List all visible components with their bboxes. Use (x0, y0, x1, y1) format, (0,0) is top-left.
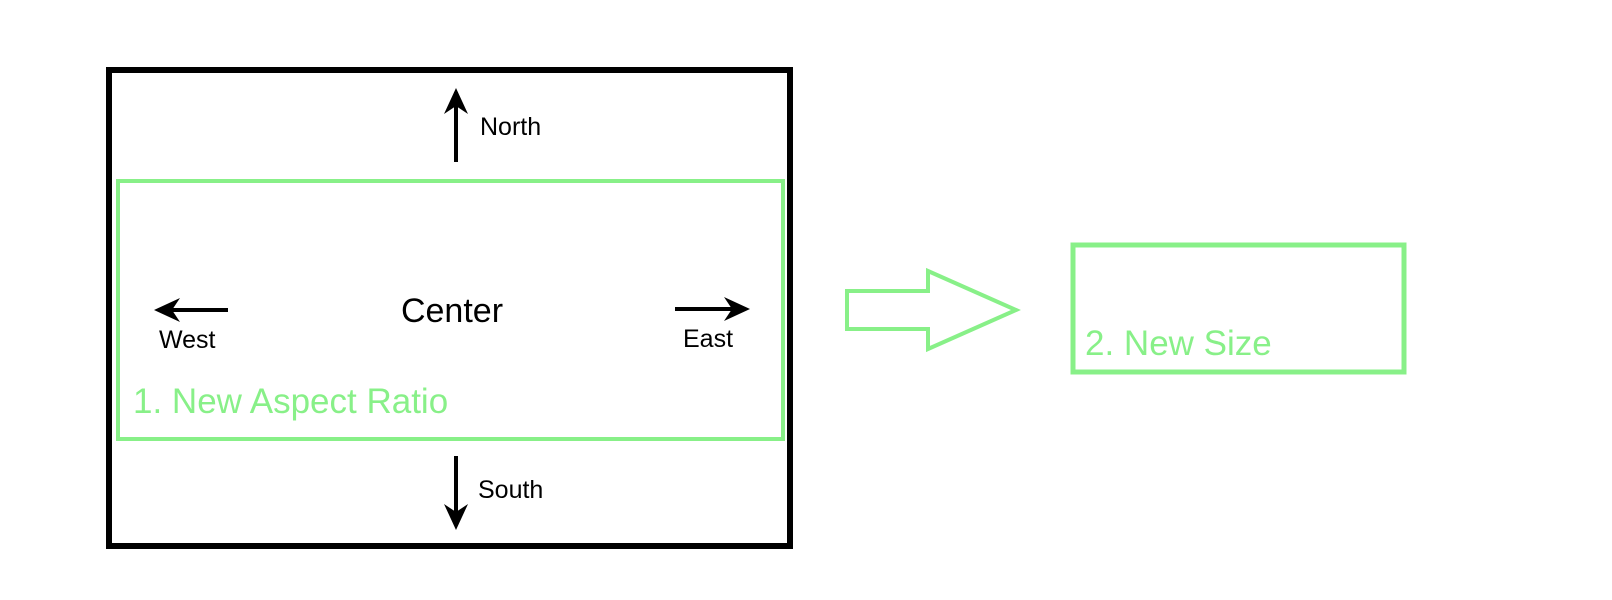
north-label: North (480, 113, 541, 141)
east-label: East (683, 325, 733, 353)
new-size-label: 2. New Size (1085, 324, 1272, 363)
west-label: West (159, 326, 216, 354)
east-arrow (675, 297, 750, 321)
south-label: South (478, 476, 543, 504)
original-image-frame (106, 67, 793, 549)
center-label: Center (401, 292, 503, 330)
west-arrow (154, 298, 228, 322)
new-aspect-ratio-label: 1. New Aspect Ratio (133, 382, 448, 421)
south-arrow (444, 456, 468, 530)
new-size-frame (1070, 242, 1407, 375)
block-arrow-right-icon (845, 267, 1021, 353)
crop-region-frame (116, 179, 785, 441)
north-arrow (444, 88, 468, 162)
